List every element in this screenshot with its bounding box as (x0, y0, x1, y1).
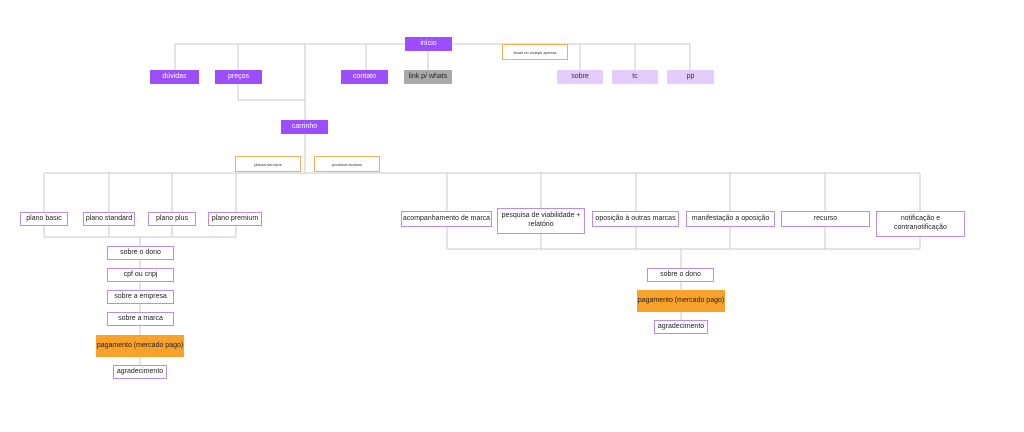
product-pesquisa: pesquisa de viabilidade + relatório (497, 208, 585, 234)
carrinho-node: carrinho (281, 120, 328, 134)
plan-basic: plano basic (20, 212, 68, 226)
note-produtos: produtos avulsos (314, 156, 380, 172)
product-oposicao: oposição à outras marcas (592, 211, 679, 227)
plans-flow-step: sobre a empresa (107, 290, 174, 304)
plans-flow-step: sobre a marca (107, 312, 174, 326)
footer-page-tc: tc (612, 70, 658, 84)
plan-premium: plano premium (208, 212, 262, 226)
product-manifestacao: manifestação a oposição (686, 211, 775, 227)
footer-page-pp: pp (667, 70, 714, 84)
inicio-node: início (405, 37, 452, 51)
footer-note: ficam no rodapé apenas (502, 44, 568, 60)
products-payment-step: pagamento (mercado pago) (637, 290, 725, 312)
plans-flow-step: cpf ou cnpj (107, 268, 174, 282)
note-planos: planos serviços (235, 156, 301, 172)
footer-page-sobre: sobre (557, 70, 603, 84)
nav-duvidas: dúvidas (150, 70, 199, 84)
product-acompanhamento: acompanhamento de marca (401, 211, 492, 227)
connector (174, 43, 428, 70)
plans-flow-step: sobre o dono (107, 246, 174, 260)
plan-standard: plano standard (83, 212, 135, 226)
nav-precos: preços (215, 70, 262, 84)
connector (237, 84, 305, 101)
plan-plus: plano plus (148, 212, 196, 226)
product-recurso: recurso (781, 211, 870, 227)
plans-payment-step: pagamento (mercado pago) (96, 335, 184, 357)
connector (43, 173, 237, 238)
products-flow-step: sobre o dono (647, 268, 714, 282)
nav-link-whats: link p/ whats (404, 70, 452, 84)
product-notificacao: notificação e contranotificação (876, 211, 965, 237)
products-flow-step: agradecimento (654, 320, 708, 334)
connector (452, 43, 691, 70)
plans-flow-step: agradecimento (113, 365, 167, 379)
nav-contato: contato (341, 70, 388, 84)
